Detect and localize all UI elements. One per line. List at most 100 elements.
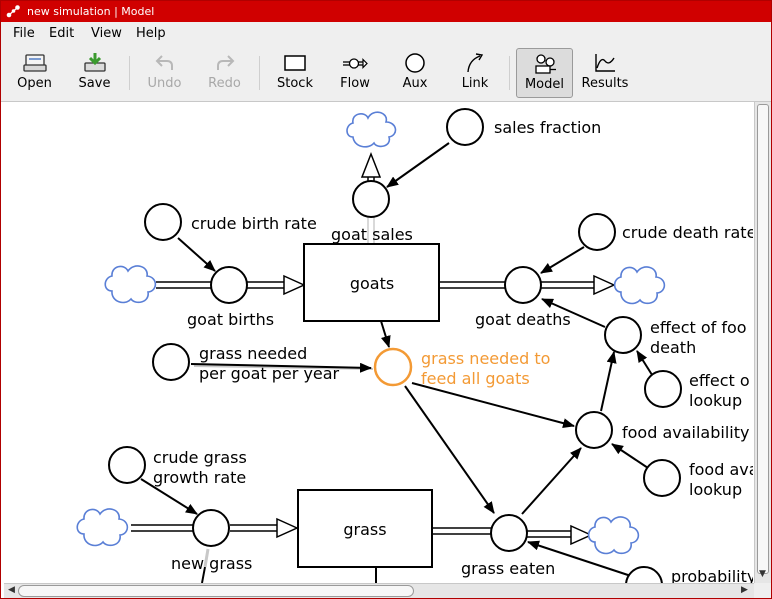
- crude-birth-rate-label: crude birth rate: [191, 214, 317, 233]
- model-canvas[interactable]: goats grass sales fraction goat sales: [4, 102, 753, 583]
- aux-label: Aux: [402, 76, 428, 91]
- crude-death-rate-label: crude death rate: [622, 223, 753, 242]
- probability-aux[interactable]: [625, 566, 663, 583]
- link-icon: [467, 53, 484, 73]
- crude-grass-growth-label-line1: crude grass: [153, 448, 247, 467]
- results-label: Results: [581, 76, 629, 91]
- link-tool-button[interactable]: Link: [447, 48, 503, 98]
- link-growth-rate-to-new-grass: [140, 478, 198, 515]
- toolbar: Open Save Undo Redo: [1, 46, 771, 102]
- menu-help[interactable]: Help: [136, 26, 166, 41]
- menu-edit[interactable]: Edit: [49, 26, 75, 41]
- effect-of-food-label-line2: death: [650, 338, 696, 357]
- menu-view[interactable]: View: [91, 26, 122, 41]
- redo-button[interactable]: Redo: [197, 48, 252, 98]
- crude-grass-growth-label-line2: growth rate: [153, 468, 246, 487]
- model-icon: [534, 54, 556, 74]
- menu-bar: File Edit View Help: [1, 22, 771, 46]
- probability-label: probability: [671, 567, 753, 583]
- cloud-icon: [587, 516, 640, 555]
- flow-icon: [343, 58, 368, 69]
- effect-lookup-label-line2: lookup: [689, 391, 742, 410]
- goat-sales-label: goat sales: [331, 225, 413, 244]
- link-per-goat-shadow: [193, 365, 374, 370]
- results-view-button[interactable]: Results: [576, 48, 634, 98]
- goat-births-flow-pipe: [156, 274, 306, 296]
- flow-label: Flow: [340, 76, 370, 91]
- link-grass-needed-to-eaten: [404, 385, 495, 514]
- undo-button[interactable]: Undo: [137, 48, 192, 98]
- link-effect-to-deaths: [541, 298, 606, 328]
- open-button[interactable]: Open: [7, 48, 62, 98]
- flow-tool-button[interactable]: Flow: [327, 48, 383, 98]
- link-sales-fraction-to-goat-sales: [386, 142, 450, 188]
- link-per-goat-to-grass-needed: [190, 362, 372, 373]
- app-logo-icon: [6, 5, 20, 18]
- link-new-grass-down: [201, 566, 206, 583]
- link-birth-rate-to-births: [177, 237, 216, 272]
- new-grass-flow-pipe: [131, 517, 299, 539]
- vertical-scrollbar[interactable]: ▼: [754, 102, 771, 583]
- goat-deaths-flow-pipe: [439, 274, 616, 296]
- scroll-left-icon[interactable]: ◀: [8, 585, 15, 595]
- toolbar-separator: [259, 56, 260, 90]
- redo-icon: [216, 55, 234, 70]
- grass-needed-label-line1: grass needed to: [421, 349, 550, 368]
- cloud-icon: [104, 265, 157, 304]
- grass-per-goat-aux[interactable]: [152, 343, 190, 381]
- horizontal-scrollbar[interactable]: ◀ ▶: [4, 583, 754, 598]
- aux-icon: [405, 53, 425, 73]
- cloud-icon: [613, 266, 666, 305]
- sales-fraction-label: sales fraction: [494, 118, 601, 137]
- link-food-to-effect: [600, 351, 617, 412]
- effect-of-food-label-line1: effect of foo: [650, 318, 747, 337]
- toolbar-separator: [129, 56, 130, 90]
- grass-eaten-valve[interactable]: [490, 514, 528, 552]
- stock-tool-button[interactable]: Stock: [267, 48, 323, 98]
- goats-stock-label: goats: [350, 274, 394, 293]
- model-diagram[interactable]: goats grass sales fraction goat sales: [4, 102, 753, 583]
- crude-death-rate-aux[interactable]: [578, 213, 616, 251]
- crude-birth-rate-aux[interactable]: [144, 203, 182, 241]
- new-grass-label: new grass: [171, 554, 252, 573]
- open-icon: [22, 54, 47, 72]
- link-goats-to-grass-needed: [380, 320, 391, 348]
- sales-fraction-aux[interactable]: [446, 108, 484, 146]
- food-availability-lookup-aux[interactable]: [643, 459, 681, 497]
- cloud-icon: [346, 111, 397, 148]
- grass-needed-aux-selected[interactable]: [373, 347, 413, 387]
- scroll-right-icon[interactable]: ▶: [741, 585, 748, 595]
- link-grass-needed-to-food: [411, 382, 575, 429]
- vertical-scroll-thumb[interactable]: [757, 104, 769, 574]
- menu-file[interactable]: File: [13, 26, 35, 41]
- scroll-down-icon[interactable]: ▼: [759, 569, 766, 579]
- aux-tool-button[interactable]: Aux: [387, 48, 443, 98]
- stock-label: Stock: [277, 76, 313, 91]
- save-icon: [83, 53, 106, 72]
- effect-lookup-aux[interactable]: [644, 370, 682, 408]
- goat-births-label: goat births: [187, 310, 274, 329]
- undo-icon: [155, 55, 173, 70]
- goats-stock[interactable]: [303, 243, 440, 322]
- model-label: Model: [524, 77, 565, 92]
- effect-of-food-on-death-aux[interactable]: [604, 316, 642, 354]
- link-faint: [203, 548, 210, 568]
- horizontal-scroll-thumb[interactable]: [18, 585, 414, 597]
- grass-stock[interactable]: [297, 489, 433, 568]
- food-availability-aux[interactable]: [575, 411, 613, 449]
- window-title: new simulation | Model: [27, 5, 155, 18]
- goat-births-valve[interactable]: [210, 266, 248, 304]
- model-view-button[interactable]: Model: [516, 48, 573, 98]
- crude-grass-growth-aux[interactable]: [108, 446, 146, 484]
- goat-deaths-valve[interactable]: [504, 266, 542, 304]
- grass-per-goat-label-line1: grass needed: [199, 344, 307, 363]
- scrollbar-corner: [754, 583, 771, 598]
- open-label: Open: [17, 76, 52, 91]
- save-button[interactable]: Save: [67, 48, 122, 98]
- new-grass-valve[interactable]: [192, 509, 230, 547]
- redo-label: Redo: [208, 76, 241, 91]
- grass-eaten-flow-pipe: [432, 524, 593, 546]
- goat-sales-valve[interactable]: [352, 180, 390, 218]
- grass-needed-label-line2: feed all goats: [421, 369, 530, 388]
